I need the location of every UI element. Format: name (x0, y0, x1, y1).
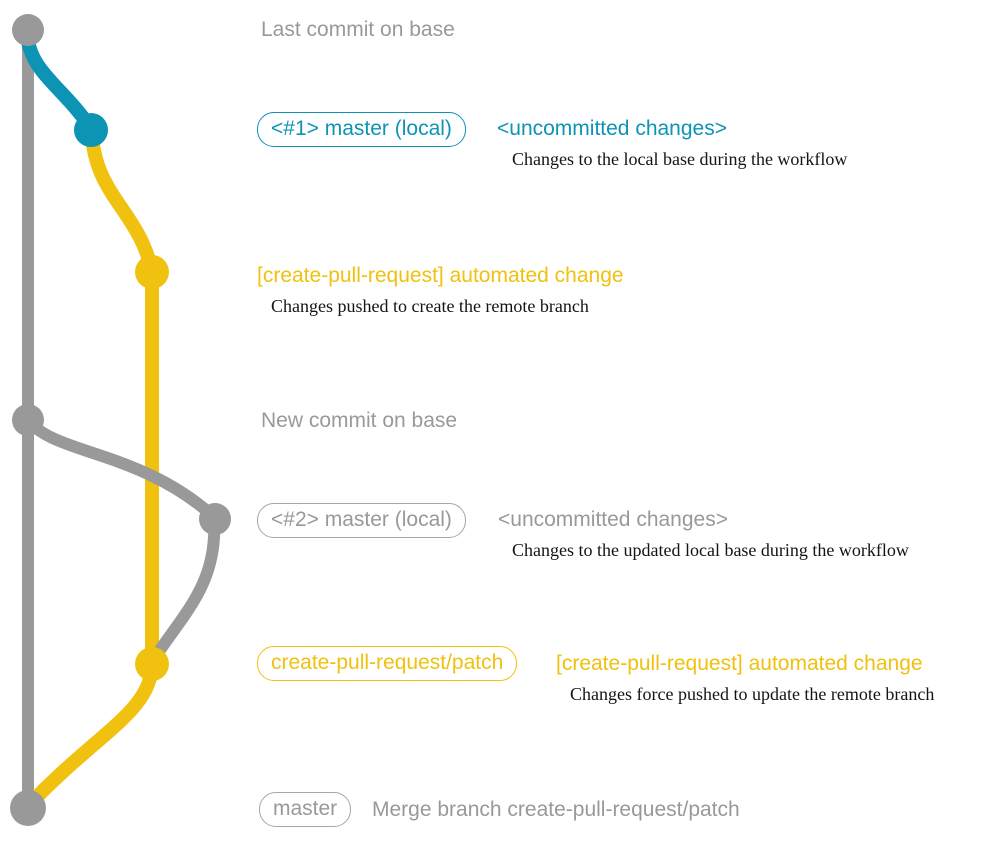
commit-node-last-base (12, 14, 44, 46)
automated-change-label-1: [create-pull-request] automated change (257, 264, 624, 287)
uncommitted-changes-label-1: <uncommitted changes> (497, 117, 727, 140)
commit-node-uncommitted-1 (74, 113, 108, 147)
badge-master-local-1: <#1> master (local) (257, 112, 466, 147)
new-commit-title: New commit on base (261, 409, 458, 432)
badge-master: master (259, 792, 352, 827)
commit-node-automated-1 (135, 255, 169, 289)
local-master-into-patch-curve (146, 513, 221, 668)
local-master-branch-curve-1 (20, 27, 97, 134)
uncommitted-changes-description-2: Changes to the updated local base during… (512, 540, 909, 560)
automated-change-label-2: [create-pull-request] automated change (556, 652, 923, 675)
commit-node-uncommitted-2 (199, 503, 231, 535)
commit-node-merge (10, 790, 46, 826)
commit-graph (10, 14, 231, 826)
patch-merge-curve (21, 657, 159, 813)
commit-node-new-base (12, 404, 44, 436)
automated-change-description-1: Changes pushed to create the remote bran… (271, 296, 589, 316)
automated-change-description-2: Changes force pushed to update the remot… (570, 684, 935, 704)
uncommitted-changes-label-2: <uncommitted changes> (498, 508, 728, 531)
badge-patch-branch: create-pull-request/patch (257, 646, 518, 681)
uncommitted-changes-description-1: Changes to the local base during the wor… (512, 149, 848, 169)
patch-branch-curve-out (85, 125, 159, 279)
local-master-branch-curve-2 (22, 414, 220, 523)
badge-master-local-2: <#2> master (local) (257, 503, 466, 538)
last-commit-title: Last commit on base (261, 18, 455, 41)
merge-label: Merge branch create-pull-request/patch (372, 798, 740, 821)
commit-node-automated-2 (135, 647, 169, 681)
